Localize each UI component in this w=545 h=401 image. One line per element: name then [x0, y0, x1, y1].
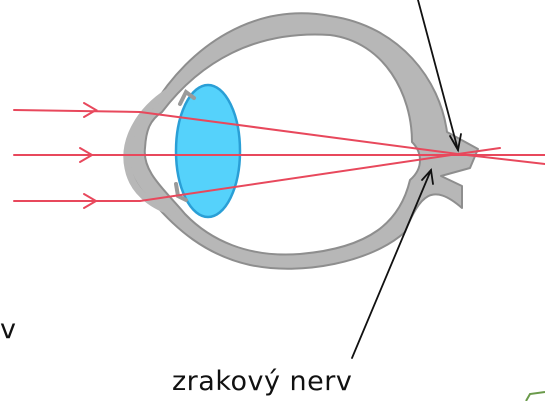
arrowhead-top — [84, 103, 96, 117]
corner-mark — [526, 392, 545, 401]
light-rays — [14, 110, 545, 201]
partial-label-left: v — [0, 314, 16, 345]
lens — [176, 85, 240, 217]
optic-nerve-label: zrakový nerv — [172, 366, 352, 397]
